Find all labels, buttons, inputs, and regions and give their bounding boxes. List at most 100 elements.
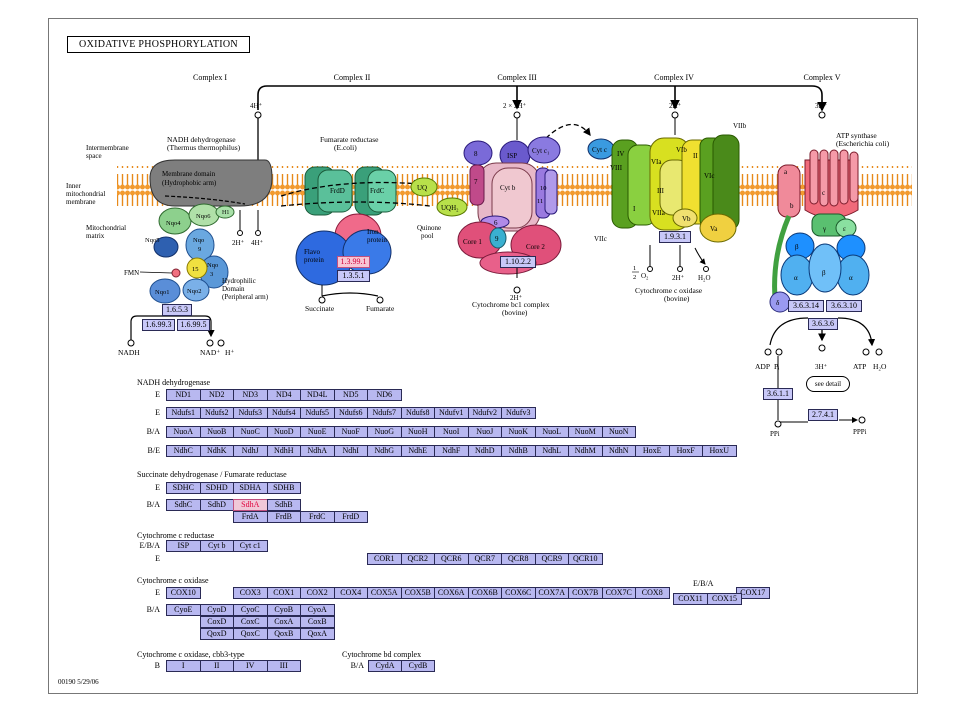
gene-box[interactable]: III — [266, 660, 301, 672]
gene-box[interactable]: COX10 — [166, 587, 201, 599]
gene-box[interactable]: COX7A — [534, 587, 569, 599]
gene-box[interactable]: Ndufs2 — [199, 407, 234, 419]
gene-box[interactable]: COX5B — [400, 587, 435, 599]
ec-2-7-4-1[interactable]: 2.7.4.1 — [808, 409, 838, 421]
gene-box[interactable]: NuoF — [333, 426, 368, 438]
gene-box[interactable]: HoxU — [702, 445, 737, 457]
gene-cyda[interactable]: CydA — [368, 660, 402, 672]
gene-box[interactable]: ND5 — [333, 389, 368, 401]
gene-box[interactable]: NdhF — [434, 445, 469, 457]
gene-box[interactable]: ND6 — [367, 389, 402, 401]
gene-box[interactable]: NdhB — [501, 445, 536, 457]
gene-box[interactable]: SdhB — [266, 499, 301, 511]
gene-box[interactable]: SDHB — [266, 482, 301, 494]
gene-box[interactable]: COX6B — [467, 587, 502, 599]
gene-box[interactable]: ND2 — [199, 389, 234, 401]
gene-box[interactable]: CyoB — [266, 604, 301, 616]
gene-box[interactable]: COX1 — [266, 587, 301, 599]
gene-box[interactable]: NuoK — [501, 426, 536, 438]
gene-box[interactable]: I — [166, 660, 201, 672]
gene-box[interactable]: COR1 — [367, 553, 402, 565]
complex-iii[interactable]: 2 × 2H⁺ 8 ISP Cyt c₁ 7 Cyt b 10 11 6 9 C… — [457, 102, 615, 317]
gene-box[interactable]: IV — [233, 660, 268, 672]
gene-box[interactable]: NuoD — [266, 426, 301, 438]
gene-box[interactable]: FrdC — [300, 511, 335, 523]
gene-box[interactable]: CyoE — [166, 604, 201, 616]
ec-1-3-5-1[interactable]: 1.3.5.1 — [337, 270, 370, 282]
gene-box[interactable]: COX8 — [635, 587, 670, 599]
gene-box[interactable]: COX6C — [501, 587, 536, 599]
gene-box[interactable]: SDHD — [199, 482, 234, 494]
gene-box[interactable]: ND1 — [166, 389, 201, 401]
gene-box[interactable]: NuoJ — [467, 426, 502, 438]
gene-box[interactable]: QoxC — [233, 628, 268, 640]
gene-box[interactable]: NdhD — [467, 445, 502, 457]
ec-3-6-3-6[interactable]: 3.6.3.6 — [808, 318, 838, 330]
gene-box[interactable]: QCR10 — [568, 553, 603, 565]
gene-box[interactable]: COX5A — [367, 587, 402, 599]
gene-box[interactable]: COX7B — [568, 587, 603, 599]
gene-box[interactable]: SdhC — [166, 499, 201, 511]
gene-box[interactable]: CyoC — [233, 604, 268, 616]
gene-box[interactable]: SdhA — [233, 499, 268, 511]
gene-box[interactable]: Ndufs5 — [300, 407, 335, 419]
gene-box[interactable]: Ndufv2 — [467, 407, 502, 419]
gene-box[interactable]: NuoM — [568, 426, 603, 438]
gene-box[interactable]: Ndufs1 — [166, 407, 201, 419]
gene-box[interactable]: QoxB — [266, 628, 301, 640]
ec-3-6-1-1[interactable]: 3.6.1.1 — [763, 388, 793, 400]
gene-box[interactable]: Ndufs7 — [367, 407, 402, 419]
gene-cox11[interactable]: COX11 — [673, 593, 708, 605]
gene-box[interactable]: NdhC — [166, 445, 201, 457]
gene-box[interactable]: NuoI — [434, 426, 469, 438]
gene-box[interactable]: Ndufv1 — [434, 407, 469, 419]
gene-box[interactable]: QoxA — [300, 628, 335, 640]
gene-box[interactable]: SDHC — [166, 482, 201, 494]
gene-box[interactable]: NdhG — [367, 445, 402, 457]
gene-box[interactable]: HoxE — [635, 445, 670, 457]
gene-box[interactable]: COX3 — [233, 587, 268, 599]
gene-box[interactable]: NdhH — [266, 445, 301, 457]
gene-box[interactable]: ND3 — [233, 389, 268, 401]
gene-box[interactable]: NdhK — [199, 445, 234, 457]
gene-box[interactable]: Ndufs3 — [233, 407, 268, 419]
gene-box[interactable]: NuoL — [534, 426, 569, 438]
gene-box[interactable]: NuoE — [300, 426, 335, 438]
complex-i[interactable]: NADH dehydrogenase (Thermus thermophilus… — [118, 102, 273, 357]
ec-3-6-3-10[interactable]: 3.6.3.10 — [826, 300, 862, 312]
gene-box[interactable]: NuoN — [601, 426, 636, 438]
gene-box[interactable]: SDHA — [233, 482, 268, 494]
gene-box[interactable]: HoxF — [668, 445, 703, 457]
gene-box[interactable]: QoxD — [199, 628, 234, 640]
gene-box[interactable]: NdhA — [300, 445, 335, 457]
gene-box[interactable]: CoxD — [199, 616, 234, 628]
gene-box[interactable]: NdhI — [333, 445, 368, 457]
ec-1-6-99-3[interactable]: 1.6.99.3 — [142, 319, 175, 331]
complex-iv[interactable]: 2H⁺ VIIb VIb IV VIII VIa II VIc III I VI… — [594, 102, 747, 303]
ec-1-6-99-5[interactable]: 1.6.99.5 — [177, 319, 210, 331]
gene-box[interactable]: QCR9 — [534, 553, 569, 565]
gene-box[interactable]: II — [199, 660, 234, 672]
gene-box[interactable]: CoxB — [300, 616, 335, 628]
gene-box[interactable]: NdhE — [400, 445, 435, 457]
gene-box[interactable]: CyoD — [199, 604, 234, 616]
gene-box[interactable]: NuoC — [233, 426, 268, 438]
gene-box[interactable]: Ndufs4 — [266, 407, 301, 419]
ec-1-6-5-3[interactable]: 1.6.5.3 — [162, 304, 192, 316]
gene-cydb[interactable]: CydB — [401, 660, 435, 672]
gene-box[interactable]: NuoG — [367, 426, 402, 438]
gene-box[interactable]: QCR8 — [501, 553, 536, 565]
ec-3-6-3-14[interactable]: 3.6.3.14 — [788, 300, 824, 312]
gene-box[interactable]: SdhD — [199, 499, 234, 511]
gene-box[interactable]: NuoA — [166, 426, 201, 438]
gene-box[interactable]: COX7C — [601, 587, 636, 599]
gene-box[interactable]: CoxA — [266, 616, 301, 628]
ec-1-10-2-2[interactable]: 1.10.2.2 — [500, 256, 536, 268]
gene-box[interactable]: CyoA — [300, 604, 335, 616]
gene-box[interactable]: CoxC — [233, 616, 268, 628]
see-detail-button[interactable]: see detail — [806, 376, 850, 392]
gene-box[interactable]: COX2 — [300, 587, 335, 599]
gene-box[interactable]: Cyt c1 — [233, 540, 268, 552]
gene-box[interactable]: Ndufs6 — [333, 407, 368, 419]
complex-ii[interactable]: Fumarate reductase (E.coli) FrdD FrdC Fl… — [280, 135, 468, 313]
